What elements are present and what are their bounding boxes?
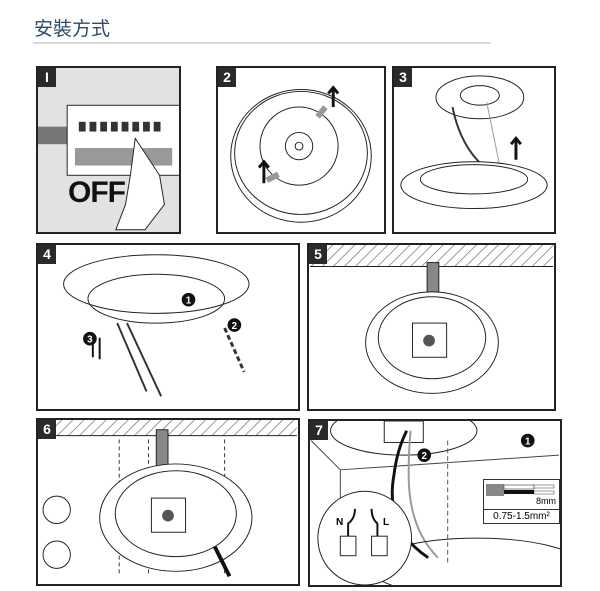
step-marker: 2 xyxy=(232,321,238,332)
step-number: 7 xyxy=(310,421,328,440)
step-number: 3 xyxy=(394,68,412,87)
strip-length: 8mm xyxy=(536,496,556,506)
step-number: 6 xyxy=(38,420,56,439)
step-number: 5 xyxy=(309,245,327,264)
step-5-panel: 5 xyxy=(307,243,556,411)
step-marker: 3 xyxy=(87,335,93,346)
step-number: 4 xyxy=(38,245,56,264)
wire-spec-box: 8mm 0.75-1.5mm² xyxy=(483,479,560,524)
title-divider xyxy=(33,42,491,44)
neutral-label: N xyxy=(336,517,344,528)
lift-base-illustration xyxy=(400,75,548,210)
stripped-wire-icon xyxy=(486,484,555,496)
step-2-panel: 2 xyxy=(216,66,386,234)
step-6-panel: 6 xyxy=(36,418,300,586)
step-marker: 1 xyxy=(525,436,531,447)
step-7-panel: 7 1 2 N L 8mm 0.75-1.5mm² xyxy=(308,419,562,587)
wire-gauge: 0.75-1.5mm² xyxy=(484,509,559,523)
step-number: 2 xyxy=(218,68,236,87)
step-marker: 2 xyxy=(422,451,428,462)
base-plate-illustration xyxy=(230,85,372,223)
off-label: OFF xyxy=(68,176,126,209)
step-3-panel: 3 xyxy=(392,66,556,234)
live-label: L xyxy=(383,517,390,528)
step-1-panel: I OFF xyxy=(36,66,181,234)
screw-base-illustration xyxy=(39,420,297,578)
step-marker: 1 xyxy=(186,296,192,307)
disconnect-illustration: 1 2 3 xyxy=(63,254,250,397)
breaker-illustration xyxy=(38,104,179,231)
step-number: I xyxy=(38,68,56,87)
step-4-panel: 4 1 2 3 xyxy=(36,243,300,411)
mount-base-illustration xyxy=(309,245,554,394)
page-title: 安裝方式 xyxy=(34,18,111,40)
wiring-illustration: 1 2 xyxy=(310,421,560,585)
